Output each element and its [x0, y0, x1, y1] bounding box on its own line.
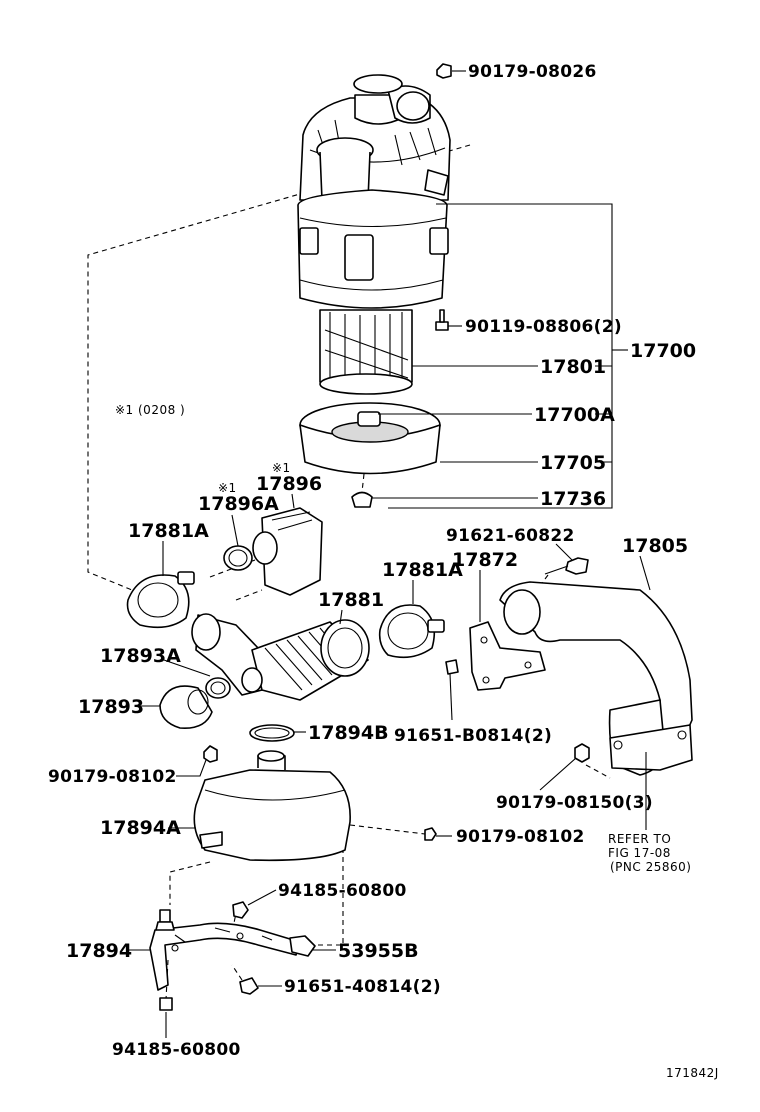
- label-17894A: 17894A: [100, 817, 181, 839]
- refer-line-2: FIG 17-08: [608, 846, 671, 860]
- bolt-91651-40814: [239, 977, 259, 995]
- part-labels: 90179-08026 90119-08806(2) 17801 17700 1…: [48, 62, 719, 1080]
- label-90179-08150: 90179-08150(3): [496, 793, 653, 813]
- label-91651-B0814: 91651-B0814(2): [394, 726, 552, 746]
- label-90179-08102-a: 90179-08102: [48, 767, 177, 787]
- label-91621-60822: 91621-60822: [446, 526, 575, 546]
- label-17801: 17801: [540, 356, 606, 378]
- label-90119-08806: 90119-08806(2): [465, 317, 622, 337]
- label-90179-08026: 90179-08026: [468, 62, 597, 82]
- label-17896: 17896: [256, 473, 322, 495]
- small-hose-17893: [159, 685, 213, 729]
- bolt-91651-B0814: [445, 659, 459, 675]
- nut-90179-08102-a: [203, 745, 218, 763]
- label-17893: 17893: [78, 696, 144, 718]
- label-17881A-left: 17881A: [128, 520, 209, 542]
- label-17700A: 17700A: [534, 404, 615, 426]
- bolt-94185-60800-b: [159, 997, 173, 1011]
- label-17705: 17705: [540, 452, 606, 474]
- note-0208: ※1 (0208 ): [115, 403, 185, 417]
- bracket-17872: [469, 621, 546, 691]
- cap-nut: [436, 63, 452, 79]
- note-star-17896A: ※1: [218, 481, 237, 495]
- label-94185-60800-b: 94185-60800: [112, 1040, 241, 1060]
- cap-bolt: [435, 309, 449, 331]
- intake-hose: [191, 613, 370, 701]
- bolt-94185-60800-a: [232, 901, 249, 919]
- bracket-17894: [149, 922, 301, 991]
- label-17896A: 17896A: [198, 493, 279, 515]
- bolt-91621-60822: [544, 557, 589, 575]
- grommet-53955B: [289, 935, 316, 957]
- label-17805: 17805: [622, 535, 688, 557]
- hose-clamp-17881A-right: [378, 604, 445, 659]
- label-17881A-right: 17881A: [382, 559, 463, 581]
- label-17700: 17700: [630, 340, 696, 362]
- label-91651-40814: 91651-40814(2): [284, 977, 441, 997]
- label-17736: 17736: [540, 488, 606, 510]
- nut-90179-08102-b: [424, 827, 437, 841]
- label-17893A: 17893A: [100, 645, 181, 667]
- ring-17894B: [249, 724, 295, 742]
- refer-line-3: (PNC 25860): [610, 860, 691, 874]
- resonator: [252, 507, 323, 596]
- label-94185-60800-a: 94185-60800: [278, 881, 407, 901]
- hose-clamp-17881A-left: [126, 571, 195, 629]
- leader-lines: [128, 70, 651, 1038]
- note-star-17896: ※1: [272, 461, 291, 475]
- label-17894: 17894: [66, 940, 132, 962]
- small-hose-clamp-17893A: [205, 677, 231, 699]
- bracket-stud: [155, 909, 175, 931]
- hose-clamp-17896A: [223, 545, 253, 571]
- filter-element: [319, 309, 413, 395]
- intake-duct-17805: [499, 581, 693, 776]
- label-53955B: 53955B: [338, 940, 419, 962]
- label-17872: 17872: [452, 549, 518, 571]
- air-cleaner-case: [297, 169, 449, 309]
- figure-id: 171842J: [666, 1066, 719, 1080]
- label-17881: 17881: [318, 589, 384, 611]
- label-17894B: 17894B: [308, 722, 389, 744]
- label-90179-08102-b: 90179-08102: [456, 827, 585, 847]
- bolt-90179-08150: [574, 743, 590, 763]
- silencer-tank-17894A: [193, 750, 351, 862]
- refer-line-1: REFER TO: [608, 832, 671, 846]
- air-cleaner-cap: [299, 74, 451, 207]
